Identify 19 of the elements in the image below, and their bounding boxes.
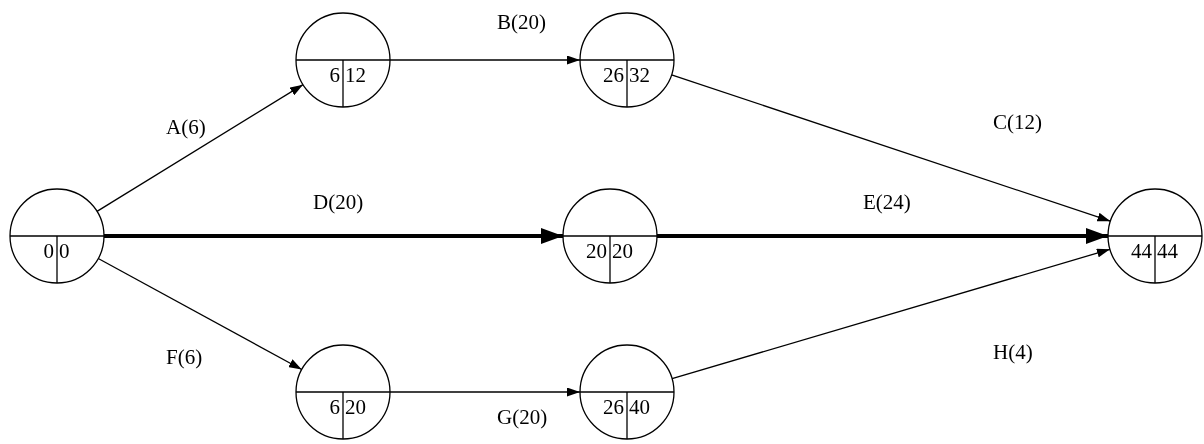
node-value: 20 bbox=[345, 396, 366, 418]
arrow bbox=[96, 83, 304, 212]
node-value: 26 bbox=[603, 396, 624, 418]
arrow bbox=[671, 248, 1111, 380]
node-value: 20 bbox=[612, 240, 633, 262]
node-value: 6 bbox=[329, 396, 340, 418]
arrow bbox=[97, 257, 303, 371]
node-value: 32 bbox=[629, 64, 650, 86]
node-value: 0 bbox=[43, 240, 54, 262]
node-value: 44 bbox=[1131, 240, 1152, 262]
node-value: 12 bbox=[345, 64, 366, 86]
arrow bbox=[104, 228, 563, 244]
node-value: 20 bbox=[586, 240, 607, 262]
node-value: 40 bbox=[629, 396, 650, 418]
arrow bbox=[657, 228, 1108, 244]
node-value: 0 bbox=[59, 240, 70, 262]
node-value: 44 bbox=[1157, 240, 1178, 262]
node-value: 6 bbox=[329, 64, 340, 86]
node-value: 26 bbox=[603, 64, 624, 86]
